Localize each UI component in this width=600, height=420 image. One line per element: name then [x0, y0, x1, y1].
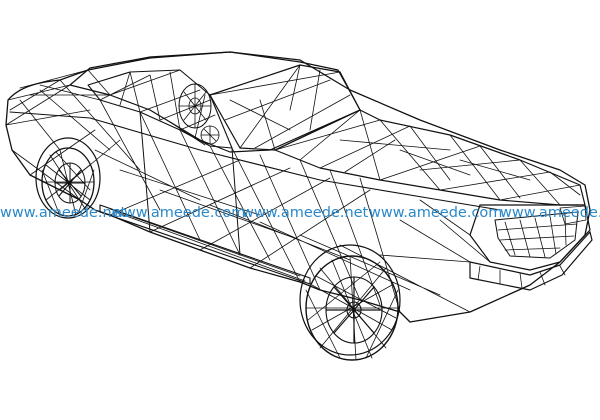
side-window-mesh	[99, 69, 216, 146]
watermark-text: www.ameede.net	[0, 205, 127, 221]
windshield-diagonals	[209, 64, 351, 151]
front-fascia	[469, 204, 591, 271]
headlight	[559, 205, 587, 225]
front-tire-mesh	[305, 255, 399, 361]
rear-rim-spokes	[54, 162, 86, 204]
rear-tire-mesh	[41, 149, 95, 217]
windshield-frame	[209, 64, 361, 151]
roof-outline	[69, 51, 361, 153]
side-body-mesh	[5, 79, 491, 313]
watermark-group: www.ameede.net www.ameede.com www.ameede…	[0, 205, 600, 221]
steering-wheel-spokes	[178, 83, 212, 129]
front-wheel-arch	[299, 244, 401, 356]
grille	[494, 211, 579, 259]
grille-mesh	[497, 213, 578, 258]
watermark-text: www.ameede.com	[112, 205, 245, 221]
watermark-text: www.ameede.com	[369, 205, 502, 221]
hood-mesh	[274, 109, 581, 206]
rear-wheel-arch	[35, 137, 101, 219]
front-bumper-mesh	[477, 265, 566, 289]
watermark-text: www.ameede.net	[242, 205, 369, 221]
front-rim-spokes	[325, 276, 383, 344]
car-wireframe	[5, 51, 593, 361]
door-line	[139, 111, 241, 256]
rocker-panel-lines	[109, 208, 306, 282]
trunk-mesh	[5, 69, 111, 126]
watermark-text: www.ameede.net	[500, 205, 600, 221]
body-crease-line	[9, 111, 501, 211]
side-window	[87, 69, 233, 149]
dash-gauge-lines	[200, 125, 220, 145]
